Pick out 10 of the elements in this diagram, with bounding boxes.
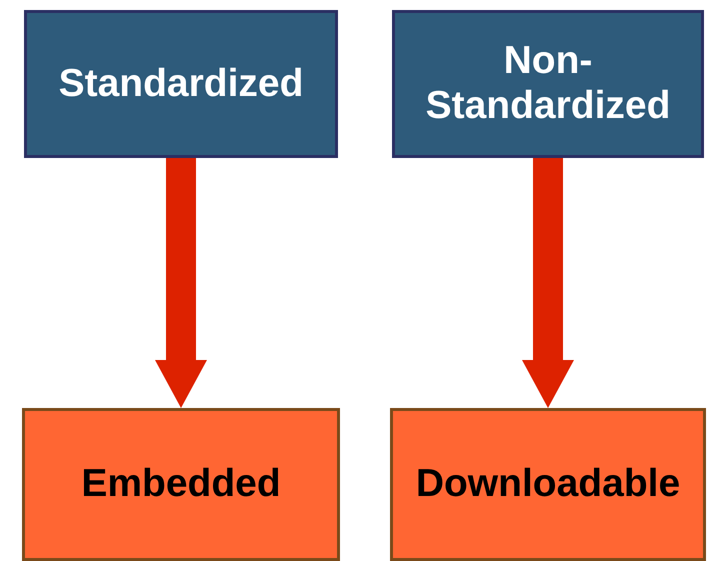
arrow [155, 158, 207, 408]
box-label: Downloadable [416, 462, 680, 507]
category-box [392, 10, 704, 158]
box-label: Non-Standardized [424, 39, 672, 129]
result-box [22, 408, 340, 561]
box-label: Standardized [58, 62, 304, 106]
result-box [390, 408, 706, 561]
box-label: Embedded [81, 462, 281, 507]
category-box [24, 10, 338, 158]
arrow [522, 158, 574, 408]
